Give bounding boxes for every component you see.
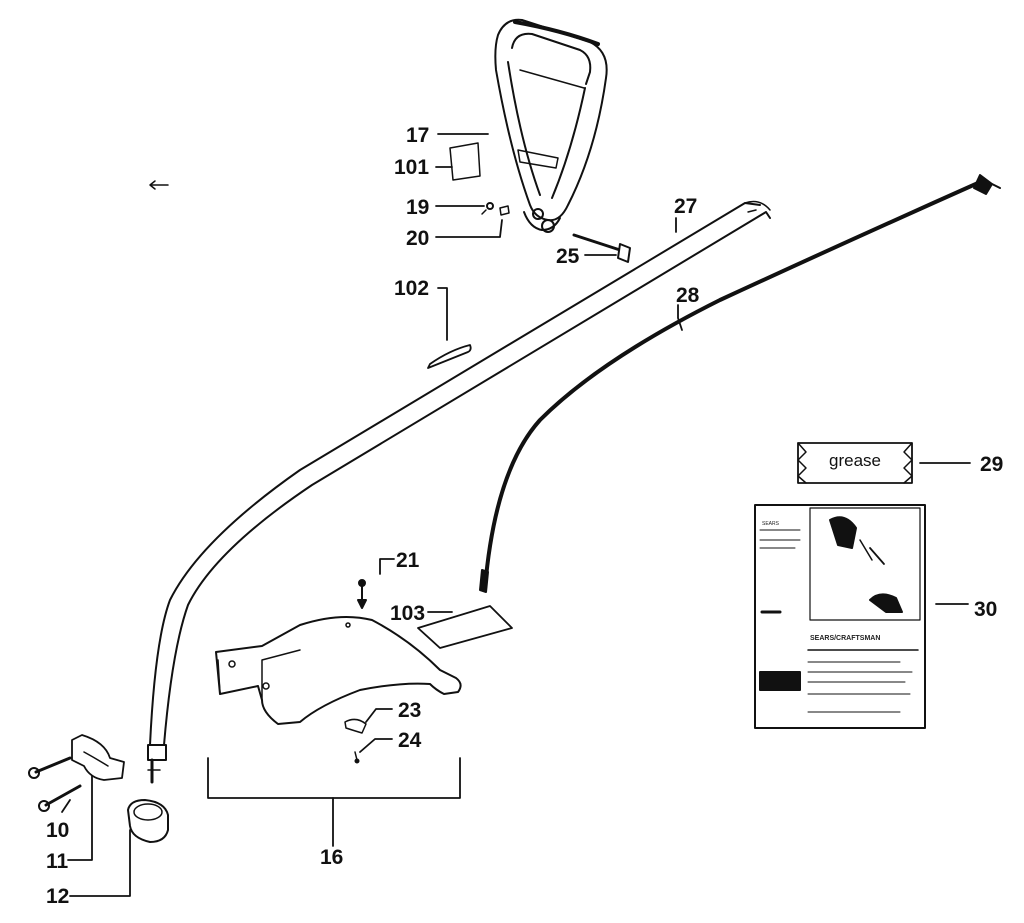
- manual-side-logo: SEARS: [762, 521, 780, 527]
- direction-mark: [149, 180, 169, 190]
- label-103: 103: [390, 602, 426, 625]
- clamp-11: [71, 734, 125, 781]
- main-shaft: [147, 200, 771, 784]
- grease-packet: [797, 442, 913, 484]
- label-29: 29: [980, 453, 1004, 476]
- label-16: 16: [320, 846, 344, 869]
- nut-20: [499, 205, 510, 216]
- screw-21: [357, 579, 367, 609]
- label-19: 19: [406, 196, 430, 219]
- shield-part: [215, 616, 462, 725]
- label-27: 27: [674, 195, 698, 218]
- decal-101: [449, 142, 481, 181]
- label-21: 21: [396, 549, 420, 572]
- label-101: 101: [394, 156, 430, 179]
- label-17: 17: [406, 124, 430, 147]
- label-102: 102: [394, 277, 430, 300]
- manual-print: SEARS SEARS/CRAFTSMAN: [762, 521, 880, 642]
- pin-24: [354, 751, 360, 764]
- label-28: 28: [676, 284, 700, 307]
- leader-lines: [61, 133, 971, 897]
- grease-label: grease: [829, 451, 881, 470]
- screw-19: [481, 202, 494, 215]
- manual-header: SEARS/CRAFTSMAN: [810, 635, 880, 642]
- label-20: 20: [406, 227, 430, 250]
- bolt-10: [28, 756, 82, 812]
- flex-cable: [479, 174, 1001, 593]
- decal-102: [427, 344, 472, 369]
- label-25: 25: [556, 245, 580, 268]
- label-23: 23: [398, 699, 422, 722]
- decal-103: [417, 605, 513, 649]
- owners-manual: [754, 504, 926, 729]
- label-30: 30: [974, 598, 998, 621]
- label-11: 11: [46, 850, 69, 873]
- nut-12: [127, 799, 169, 843]
- label-10: 10: [46, 819, 70, 842]
- bolt-25: [572, 233, 631, 263]
- clip-23: [344, 718, 367, 734]
- handle-part: [494, 18, 608, 233]
- label-12: 12: [46, 885, 70, 908]
- label-24: 24: [398, 729, 422, 752]
